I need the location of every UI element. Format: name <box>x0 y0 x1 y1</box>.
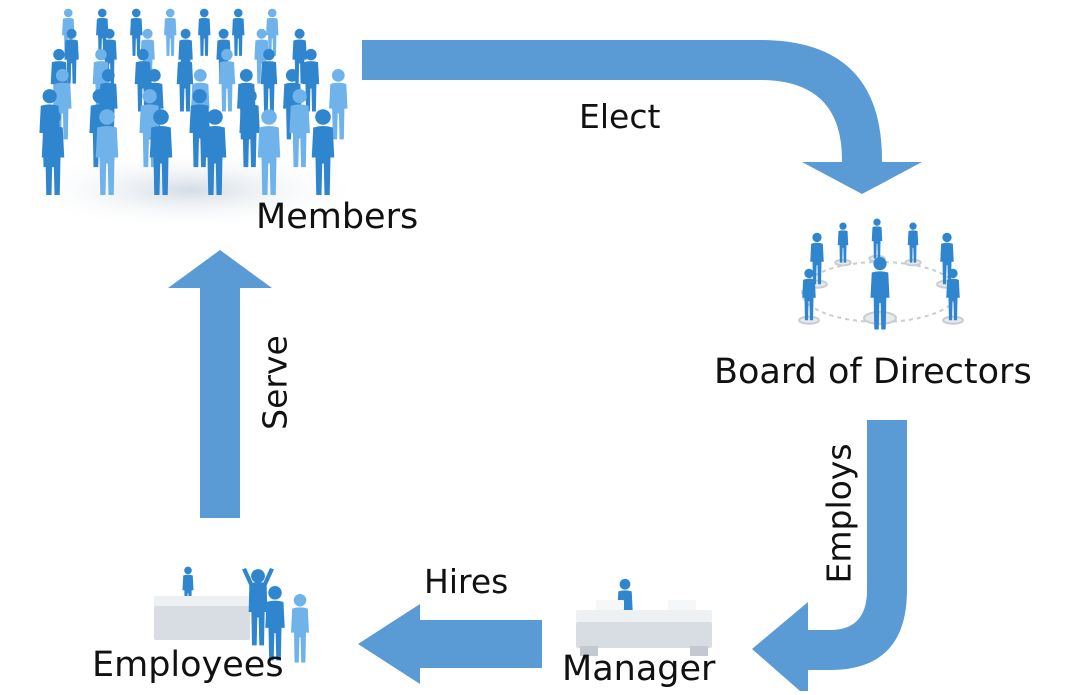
node-label-members: Members <box>256 197 419 237</box>
crowd-icon <box>15 8 365 230</box>
person-at-desk-icon <box>576 578 712 656</box>
edge-label-elect: Elect <box>579 97 661 136</box>
circle-of-people-icon <box>798 218 964 330</box>
edge-label-serve: Serve <box>255 335 295 430</box>
edge-label-employs: Employs <box>819 443 859 584</box>
arrow-elect <box>362 40 922 194</box>
arrow-serve <box>168 250 272 518</box>
arrow-employs <box>752 420 907 695</box>
arrow-hires <box>358 604 542 684</box>
edge-label-hires: Hires <box>424 562 509 601</box>
node-label-board-of-directors: Board of Directors <box>714 352 1032 392</box>
node-label-manager: Manager <box>562 649 716 689</box>
team-at-desk-icon <box>154 566 309 663</box>
node-label-employees: Employees <box>92 645 284 685</box>
